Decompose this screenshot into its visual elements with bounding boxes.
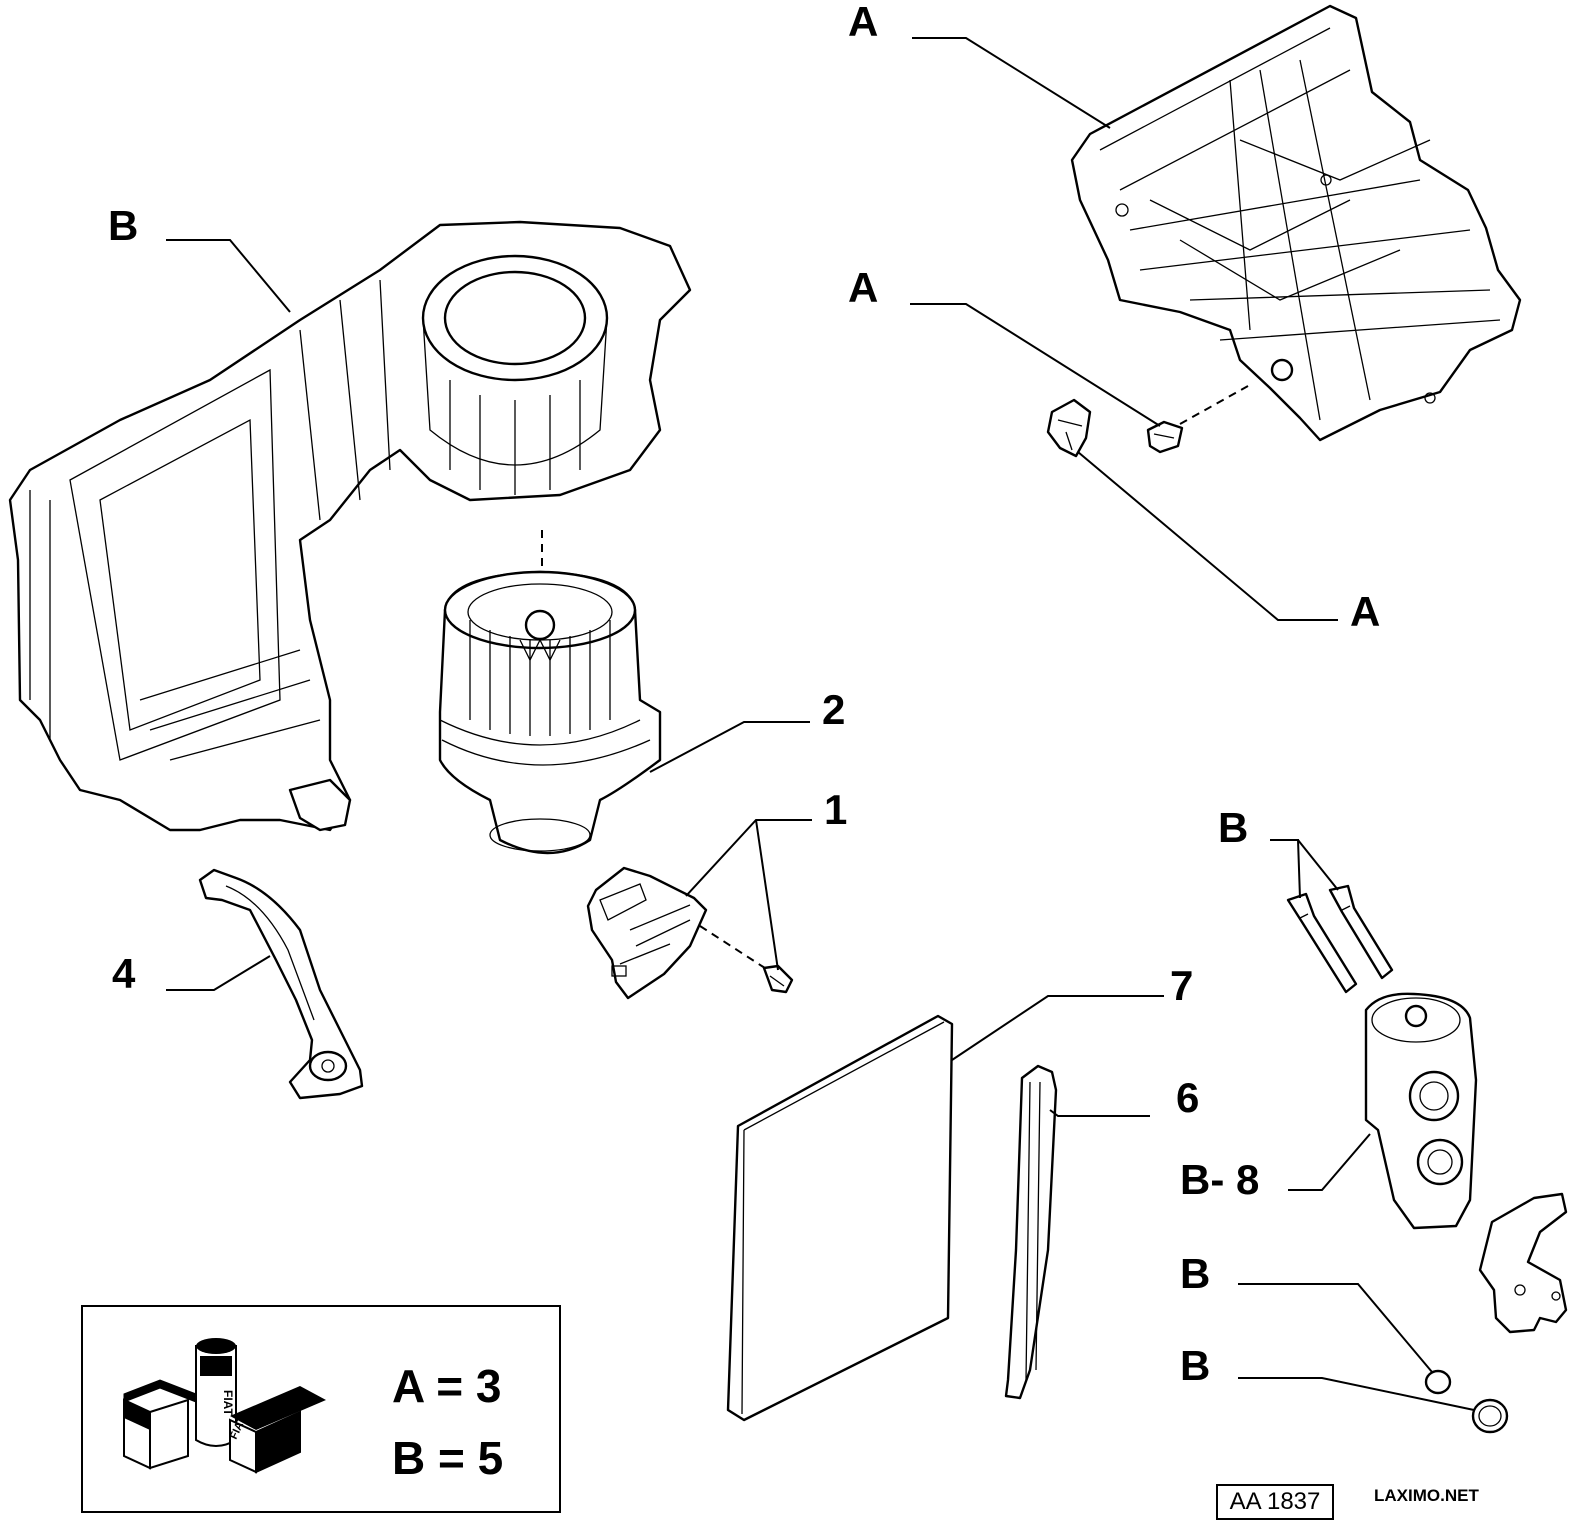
- kit-legend-line-a: A = 3: [392, 1360, 502, 1412]
- seal-strip[interactable]: [1004, 1064, 1058, 1400]
- expansion-valve[interactable]: [1364, 992, 1478, 1230]
- callout-b-oring-2: B: [1180, 1342, 1210, 1389]
- callout-a-mid: A: [848, 264, 878, 311]
- leader-b-oring-2: [1238, 1377, 1475, 1411]
- kit-legend: FIAT FIAT A = 3 B = 5: [81, 1305, 561, 1513]
- callout-a-top: A: [848, 0, 878, 45]
- o-ring-large[interactable]: [1471, 1398, 1509, 1434]
- assembly-lines: [541, 385, 1249, 971]
- leader-b-bolts-2: [1297, 839, 1339, 891]
- callout-6: 6: [1176, 1074, 1199, 1121]
- cabin-air-filter[interactable]: [726, 1014, 954, 1422]
- leader-b-oring-1: [1238, 1283, 1433, 1373]
- screw[interactable]: [762, 964, 794, 994]
- blower-resistor[interactable]: [586, 866, 708, 1000]
- callout-2: 2: [822, 686, 845, 733]
- blower-housing[interactable]: [8, 220, 692, 832]
- mounting-bracket[interactable]: [1478, 1192, 1568, 1334]
- upper-housing-cover[interactable]: [1070, 4, 1522, 442]
- leader-1-screw: [755, 819, 779, 971]
- leader-2: [649, 721, 810, 773]
- leader-1: [685, 819, 812, 897]
- drain-hose[interactable]: [198, 868, 364, 1100]
- leader-6: [1049, 1109, 1150, 1117]
- leader-lines: [166, 37, 1475, 1411]
- watermark: LAXIMO.NET: [1374, 1486, 1479, 1505]
- leader-a-mid: [910, 303, 1161, 427]
- leader-b8: [1288, 1133, 1371, 1191]
- kit-box-brand-1: FIAT: [221, 1390, 235, 1416]
- bolt[interactable]: [1328, 884, 1394, 980]
- callout-4: 4: [112, 950, 136, 997]
- callout-7: 7: [1170, 962, 1193, 1009]
- callout-b-oring-1: B: [1180, 1250, 1210, 1297]
- kit-boxes-icon: FIAT FIAT: [123, 1338, 326, 1474]
- callout-b-bolts: B: [1218, 804, 1248, 851]
- callout-b8: B- 8: [1180, 1156, 1259, 1203]
- leader-a-right: [1077, 451, 1338, 621]
- leader-b-housing: [166, 239, 291, 313]
- drawing-code: AA 1837: [1216, 1484, 1334, 1520]
- kit-legend-line-b: B = 5: [392, 1432, 503, 1484]
- retaining-clip[interactable]: [1146, 420, 1184, 454]
- bolt[interactable]: [1286, 892, 1358, 994]
- callout-b-housing: B: [108, 202, 138, 249]
- blower-motor-fan[interactable]: [438, 570, 662, 855]
- leader-a-top: [912, 37, 1111, 129]
- retaining-clip[interactable]: [1046, 398, 1092, 458]
- callout-a-right: A: [1350, 588, 1380, 635]
- callout-1: 1: [824, 786, 847, 833]
- leader-7: [951, 995, 1164, 1061]
- leader-4: [166, 955, 271, 991]
- leader-b-bolts-1: [1270, 839, 1301, 899]
- o-ring-small[interactable]: [1424, 1369, 1452, 1395]
